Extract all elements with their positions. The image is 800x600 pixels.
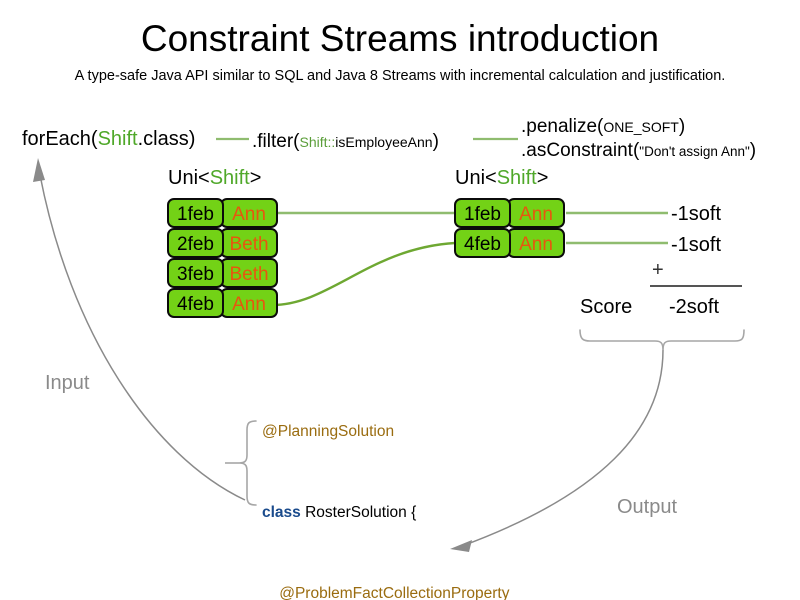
page-title: Constraint Streams introduction: [140, 18, 660, 59]
uni-left-suffix: >: [249, 167, 262, 189]
uni-right-suffix: >: [536, 167, 549, 189]
asconstraint-call: .asConstraint(: [521, 140, 640, 161]
input-arrowhead: [33, 158, 45, 182]
code-keyword: class: [262, 503, 301, 521]
filter-arg-sep: ::: [327, 134, 336, 150]
shift-date: 4feb: [167, 288, 224, 318]
shift-employee: Ann: [220, 288, 278, 318]
pipeline-asconstraint: .asConstraint("Don't assign Ann"): [521, 140, 756, 162]
foreach-type: Shift: [97, 128, 138, 150]
code-line: @PlanningSolution: [262, 422, 521, 442]
penalize-tail: ): [678, 116, 686, 137]
pipeline-penalize: .penalize(ONE_SOFT): [521, 116, 685, 138]
shift-employee: Ann: [220, 198, 278, 228]
asconstraint-tail: ): [749, 140, 757, 161]
output-label: Output: [617, 496, 678, 518]
shift-date: 2feb: [167, 228, 224, 258]
code-fields-brace: [238, 420, 257, 506]
uni-label-left: Uni<Shift>: [168, 167, 261, 190]
code-line: class RosterSolution {: [262, 503, 521, 523]
shift-employee: Beth: [220, 258, 278, 288]
page-subtitle: A type-safe Java API similar to SQL and …: [74, 68, 726, 84]
shift-date: 3feb: [167, 258, 224, 288]
penalty-value-1: -1soft: [671, 203, 722, 225]
uni-right-prefix: Uni<: [455, 167, 497, 189]
score-label: Score: [580, 296, 633, 318]
shift-date: 4feb: [454, 228, 511, 258]
filter-arg-type: Shift: [299, 134, 328, 150]
foreach-tail: .class): [137, 128, 196, 150]
foreach-call: forEach(: [22, 128, 98, 150]
code-annotation: @ProblemFactCollectionProperty: [262, 584, 510, 600]
code-line: @ProblemFactCollectionProperty: [262, 584, 521, 600]
filter-tail: ): [432, 131, 439, 152]
stream-connector-4feb: [271, 241, 456, 307]
pipeline-foreach: forEach(Shift.class): [22, 128, 195, 151]
penalty-value-2: -1soft: [671, 234, 722, 256]
score-brace: [579, 329, 745, 351]
uni-label-right: Uni<Shift>: [455, 167, 548, 190]
shift-date: 1feb: [454, 198, 511, 228]
pipeline-filter: .filter(Shift::isEmployeeAnn): [252, 131, 439, 153]
shift-date: 1feb: [167, 198, 224, 228]
code-annotation: @PlanningSolution: [262, 422, 395, 440]
shift-employee: Ann: [507, 198, 565, 228]
java-code-block: @PlanningSolution class RosterSolution {…: [262, 381, 521, 600]
penalize-arg: ONE_SOFT: [603, 119, 679, 135]
filter-call: .filter(: [252, 131, 300, 152]
penalize-call: .penalize(: [521, 116, 604, 137]
asconstraint-arg: "Don't assign Ann": [639, 144, 750, 159]
code-class-decl: RosterSolution {: [300, 503, 417, 521]
shift-employee: Beth: [220, 228, 278, 258]
uni-right-type: Shift: [496, 167, 537, 189]
uni-left-prefix: Uni<: [168, 167, 210, 189]
input-label: Input: [45, 372, 90, 394]
filter-arg-method: isEmployeeAnn: [335, 134, 433, 150]
uni-left-type: Shift: [209, 167, 250, 189]
score-plus-operator: +: [652, 259, 664, 281]
score-total: -2soft: [669, 296, 720, 318]
shift-employee: Ann: [507, 228, 565, 258]
